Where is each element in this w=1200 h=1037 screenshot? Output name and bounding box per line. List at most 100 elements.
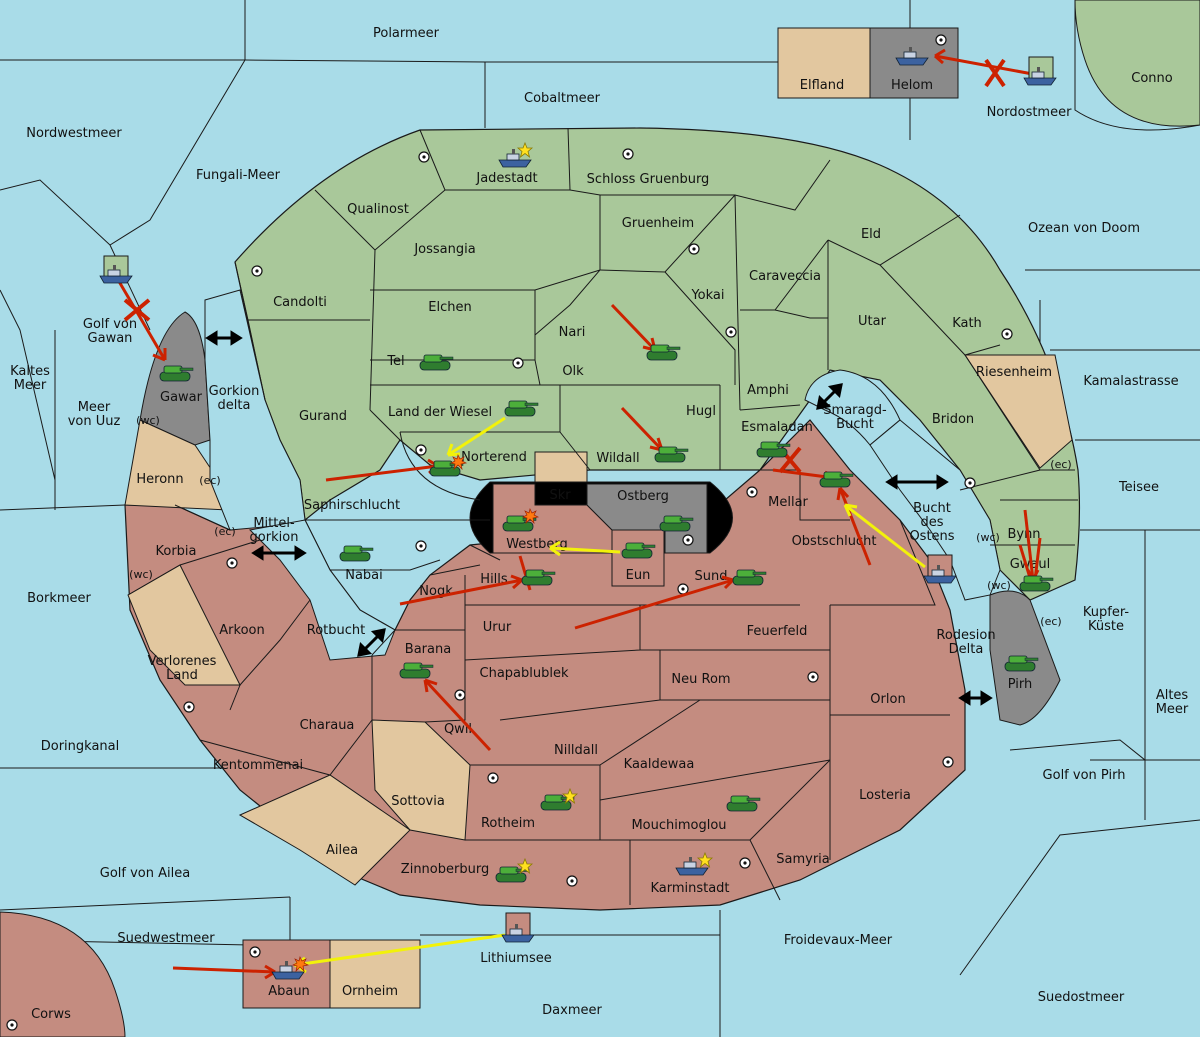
tank-icon (521, 569, 556, 586)
label-feuerfeld: Feuerfeld (747, 624, 808, 639)
label-barana: Barana (405, 642, 451, 657)
label-obst: Obstschlucht (792, 534, 877, 549)
tank-icon (646, 344, 681, 361)
label-bridon: Bridon (932, 412, 974, 427)
supply-center-gruenheim (688, 243, 700, 255)
region-conno (1074, 0, 1200, 127)
label-gawar-wc: (wc) (136, 414, 160, 427)
tank-icon (399, 662, 434, 679)
supply-center-schloss (622, 148, 634, 160)
supply-center-neurom (807, 671, 819, 683)
label-nordwestmeer: Nordwestmeer (26, 126, 122, 141)
tank-icon (659, 515, 694, 532)
tank-icon (621, 542, 656, 559)
label-mittelgorkion: Mittel-gorkion (250, 516, 299, 545)
label-orlon: Orlon (870, 692, 905, 707)
label-heronn-ec: (ec) (199, 474, 220, 487)
land-borders (127, 127, 1078, 905)
label-bynn-wc: (wc) (976, 531, 1000, 544)
label-cobaltmeer: Cobaltmeer (524, 91, 601, 106)
label-ostberg: Ostberg (617, 489, 669, 504)
tank-icon (726, 795, 761, 812)
label-kentommenai: Kentommenai (213, 758, 303, 773)
label-losteria: Losteria (859, 788, 911, 803)
tank-icon (819, 471, 854, 488)
label-suedostmeer: Suedostmeer (1038, 990, 1125, 1005)
label-riesenheim-ec: (ec) (1050, 458, 1071, 471)
label-sund: Sund (695, 569, 728, 584)
tank-icon (419, 354, 454, 371)
label-abaun: Abaun (268, 984, 310, 999)
bay-rotbucht (248, 519, 396, 661)
tank-icon (159, 365, 194, 382)
label-borkmeer: Borkmeer (27, 591, 91, 606)
move-orders-yellow (294, 416, 926, 974)
label-utar: Utar (858, 314, 887, 329)
supply-center-kentommenai (183, 701, 195, 713)
label-kupfer: Kupfer-Küste (1083, 605, 1129, 634)
label-daxmeer: Daxmeer (542, 1003, 602, 1018)
label-kamalastrasse: Kamalastrasse (1083, 374, 1178, 389)
label-suedwestmeer: Suedwestmeer (117, 931, 215, 946)
label-amphi: Amphi (747, 383, 789, 398)
label-qwil: Qwil (444, 722, 472, 737)
label-mouchi: Mouchimoglou (631, 818, 726, 833)
label-skr: Skr (549, 488, 571, 503)
tank-icon (732, 569, 767, 586)
label-korbia: Korbia (155, 544, 196, 559)
region-ostberg (586, 483, 708, 554)
bay-smaragd (804, 369, 901, 446)
label-golf-pirh: Golf von Pirh (1043, 768, 1126, 783)
region-labels: Polarmeer Cobaltmeer Elfland Helom Nordo… (10, 26, 1189, 1022)
supply-center-kath (1001, 328, 1013, 340)
label-gwaul-wc: (wc) (987, 579, 1011, 592)
label-urur: Urur (483, 620, 512, 635)
label-bynn: Bynn (1007, 527, 1040, 542)
label-ailea: Ailea (326, 843, 358, 858)
label-neurom: Neu Rom (671, 672, 730, 687)
label-nabai: Nabai (345, 568, 383, 583)
label-jadestadt: Jadestadt (475, 171, 537, 186)
label-eun: Eun (626, 568, 651, 583)
label-esmaladan: Esmaladan (741, 420, 813, 435)
label-gwaul-ec: (ec) (1040, 615, 1061, 628)
tank-icon (504, 400, 539, 417)
label-ornheim: Ornheim (342, 984, 398, 999)
label-yokai: Yokai (690, 288, 724, 303)
label-arkoon: Arkoon (219, 623, 264, 638)
label-elfland: Elfland (800, 78, 844, 93)
supply-center-candolti (251, 265, 263, 277)
supply-center-losteria (942, 756, 954, 768)
label-conno: Conno (1131, 71, 1173, 86)
tank-icon (654, 446, 689, 463)
label-zinnoberburg: Zinnoberburg (401, 862, 489, 877)
label-lithiumsee: Lithiumsee (480, 951, 551, 966)
supply-center-tel (512, 357, 524, 369)
label-elchen: Elchen (428, 300, 471, 315)
region-ailea (238, 774, 411, 886)
label-polarmeer: Polarmeer (373, 26, 440, 41)
region-riesenheim (964, 354, 1073, 469)
label-land-wiesel: Land der Wiesel (388, 405, 492, 420)
supply-center-nabai (415, 540, 427, 552)
tank-icon (339, 545, 374, 562)
supply-center-karminstadt (739, 857, 751, 869)
label-nari: Nari (559, 325, 586, 340)
supply-center-qwil (454, 689, 466, 701)
tank-icon (1019, 575, 1054, 592)
label-corws: Corws (31, 1007, 71, 1022)
supply-center-norterend (415, 444, 427, 456)
tank-icon (1004, 655, 1039, 672)
label-heronn: Heronn (136, 472, 183, 487)
supply-center-ostberg (682, 534, 694, 546)
label-golf-ailea: Golf von Ailea (100, 866, 190, 881)
label-kaaldewaa: Kaaldewaa (624, 757, 695, 772)
region-ornheim (329, 939, 421, 1009)
